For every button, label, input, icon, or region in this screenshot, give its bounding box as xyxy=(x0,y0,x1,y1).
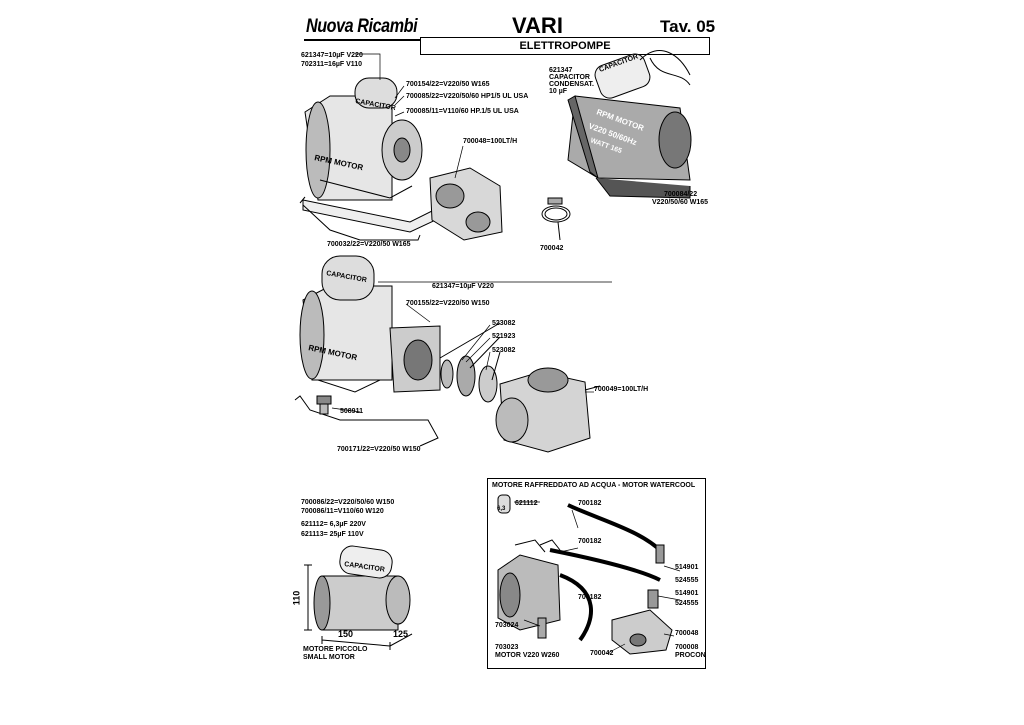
small-motor-caption-it: MOTORE PICCOLO xyxy=(303,646,368,653)
label-700085-11: 700085/11=V110/60 HP.1/5 UL USA xyxy=(406,108,519,115)
small-motor-caption-en: SMALL MOTOR xyxy=(303,654,355,661)
brand-underline xyxy=(304,39,420,41)
procon-label: PROCON xyxy=(675,652,706,659)
capacitor-note-line1: CAPACITOR xyxy=(549,74,590,81)
motor-1-drawing xyxy=(299,77,441,241)
label-521923: 521923 xyxy=(492,333,516,340)
label-700048-b: 700048 xyxy=(675,630,699,637)
watercool-drawing xyxy=(497,494,673,655)
label-514901-a: 514901 xyxy=(675,564,699,571)
label-524555-b: 524555 xyxy=(675,600,699,607)
label-621347: 621347=10µF V220 xyxy=(301,52,363,59)
dim-depth: 125 xyxy=(393,629,409,639)
screw-drawing xyxy=(316,395,332,415)
capacitor-value-small: 6,3 xyxy=(497,506,506,512)
watercool-motor-caption: MOTOR V220 W260 xyxy=(495,652,560,659)
leader-lines xyxy=(331,53,681,655)
section-subtitle: ELETTROPOMPE xyxy=(420,37,710,55)
watercool-box xyxy=(487,478,706,669)
label-700032-22: 700032/22=V220/50 W165 xyxy=(327,241,411,248)
pump-2-drawing xyxy=(495,367,601,453)
label-700042-b: 700042 xyxy=(590,650,614,657)
label-523082-b: 523082 xyxy=(492,347,516,354)
page-title: VARI xyxy=(512,13,563,38)
label-702311: 702311=16µF V110 xyxy=(301,61,363,68)
label-524555-a: 524555 xyxy=(675,577,699,584)
label-514901-b: 514901 xyxy=(675,590,699,597)
label-523082-a: 523082 xyxy=(492,320,516,327)
table-number: Tav. 05 xyxy=(660,17,716,36)
label-700171-22: 700171/22=V220/50 W150 xyxy=(337,446,421,453)
label-700084-22: 700084/22 xyxy=(664,191,698,198)
label-700182-b: 700182 xyxy=(578,538,602,545)
label-700086-11: 700086/11=V110/60 W120 xyxy=(301,508,384,515)
clamp-drawing xyxy=(541,197,571,241)
label-700048: 700048=100LT/H xyxy=(463,138,518,145)
watercool-title: MOTORE RAFFREDDATO AD ACQUA - MOTOR WATE… xyxy=(492,482,696,489)
label-703024: 703024 xyxy=(495,622,519,629)
label-700085-22: 700085/22=V220/50/60 HP1/5 UL USA xyxy=(406,93,529,100)
label-700086-22: 700086/22=V220/50/60 W150 xyxy=(301,499,395,506)
label-700182-a: 700182 xyxy=(578,500,602,507)
motor-photo-right xyxy=(567,50,692,199)
coupling-parts xyxy=(439,322,501,403)
label-700154-22: 700154/22=V220/50 W165 xyxy=(406,81,490,88)
small-motor-drawing xyxy=(304,545,413,650)
label-703023: 703023 xyxy=(495,644,519,651)
label-700182-c: 700182 xyxy=(578,594,602,601)
capacitor-note-line2: CONDENSAT. xyxy=(549,81,594,88)
label-621347-b: 621347=10µF V220 xyxy=(432,283,494,290)
label-700042: 700042 xyxy=(540,245,564,252)
brand-logo: Nuova Ricambi xyxy=(306,16,418,37)
label-621112-b: 621112 xyxy=(515,500,538,507)
label-621113: 621113= 25µF 110V xyxy=(301,531,364,538)
label-700049: 700049=100LT/H xyxy=(594,386,649,393)
label-621112: 621112= 6,3µF 220V xyxy=(301,521,366,528)
motor-2-drawing xyxy=(294,255,441,447)
pump-1-drawing xyxy=(429,167,503,241)
label-700008: 700008 xyxy=(675,644,699,651)
label-508911: 508911 xyxy=(340,408,363,415)
label-700155-22: 700155/22=V220/50 W150 xyxy=(406,300,490,307)
capacitor-note-line3: 10 µF xyxy=(549,88,568,95)
capacitor-note-code: 621347 xyxy=(549,67,573,74)
dim-width: 150 xyxy=(338,629,354,639)
dim-height: 110 xyxy=(291,590,302,606)
label-700084-spec: V220/50/60 W165 xyxy=(652,199,709,206)
capacitor-note: 621347 CAPACITOR CONDENSAT. 10 µF xyxy=(549,67,594,95)
